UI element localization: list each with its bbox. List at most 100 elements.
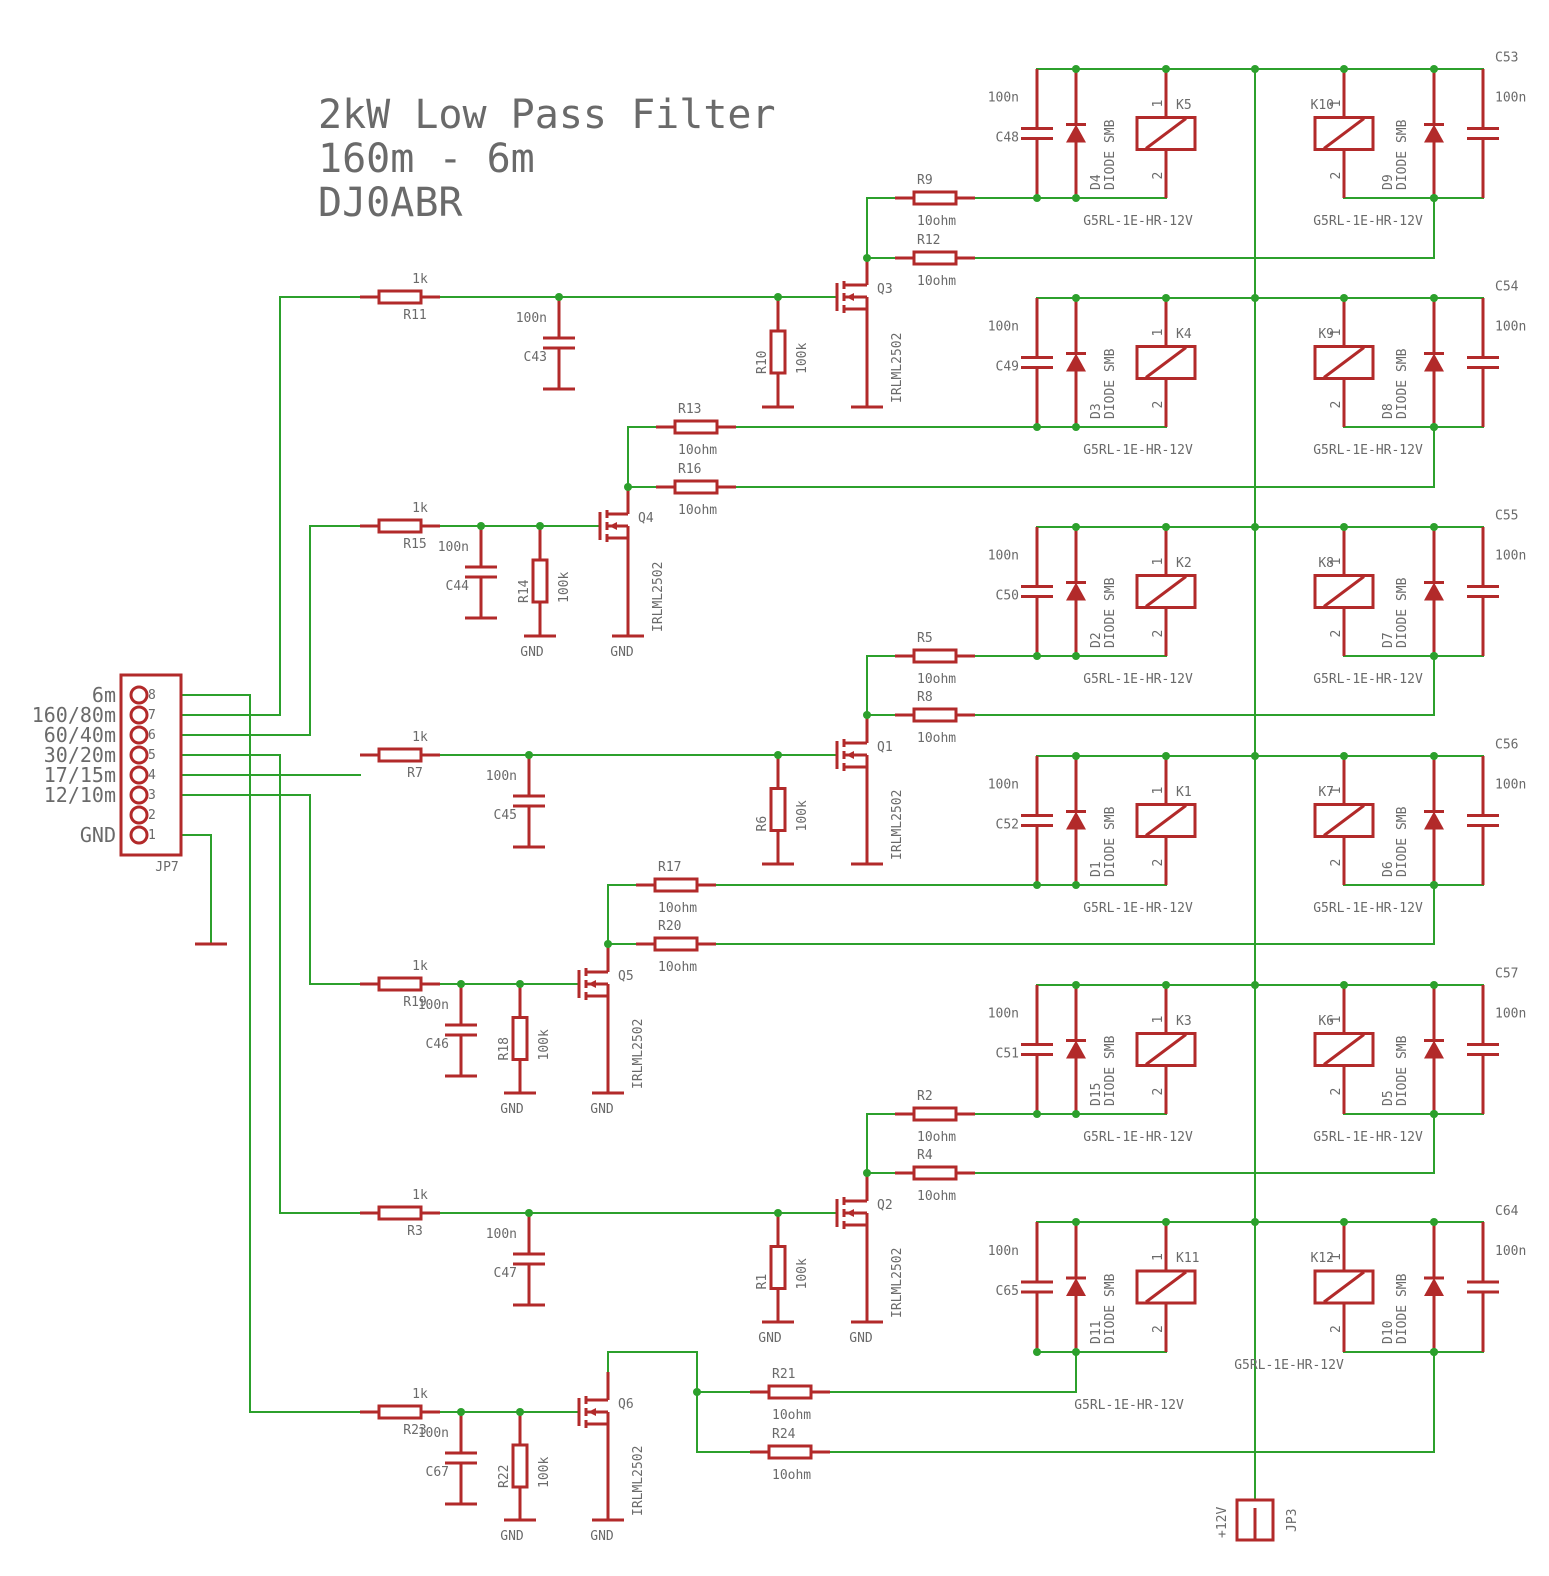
- capacitor: [1021, 756, 1053, 885]
- junction-dot: [1430, 881, 1438, 889]
- junction-dot: [1033, 194, 1041, 202]
- relay-part: G5RL-1E-HR-12V: [1083, 1130, 1193, 1145]
- gate-cap-value: 100n: [486, 769, 517, 784]
- junction-dot: [624, 483, 632, 491]
- junction-dot: [863, 711, 871, 719]
- mosfet-ref: Q5: [618, 969, 634, 984]
- power-connector: [1235, 1498, 1275, 1542]
- diode-body: [1424, 124, 1444, 143]
- relay-ref: K10: [1311, 98, 1334, 113]
- stroke: [1145, 804, 1187, 837]
- junction-dot: [1072, 523, 1080, 531]
- rb-ref: R16: [678, 462, 701, 477]
- junction-dot: [1251, 752, 1259, 760]
- rb-value: 10ohm: [917, 274, 956, 289]
- coil-pin-2: 2: [1151, 172, 1166, 180]
- mosfet-part: IRLML2502: [651, 562, 666, 632]
- junction-dot: [1340, 752, 1348, 760]
- rb-line: [829, 1351, 1435, 1453]
- pin-number: 1: [148, 828, 156, 843]
- rb-value: 10ohm: [658, 960, 697, 975]
- mosfet-part: IRLML2502: [890, 1248, 905, 1318]
- input-resistor-value: 1k: [412, 1387, 428, 1402]
- pulldown-value: 100k: [537, 1457, 552, 1488]
- mosfet-arrow: [609, 522, 617, 530]
- mosfet-arrow: [846, 751, 854, 759]
- mosfet-ref: Q2: [877, 1198, 893, 1213]
- relay-coil: [1135, 527, 1197, 656]
- ra-ref: R21: [772, 1367, 795, 1382]
- diode-body: [1424, 1278, 1444, 1296]
- diode: [1066, 298, 1086, 427]
- junction-dot: [1072, 981, 1080, 989]
- pin-circle: [129, 825, 149, 845]
- resistor: [895, 190, 975, 206]
- diode-body: [1424, 353, 1444, 372]
- junction-dot: [1430, 652, 1438, 660]
- diode-body: [1066, 1278, 1086, 1296]
- rb-line: [974, 197, 1435, 259]
- input-resistor-value: 1k: [412, 959, 428, 974]
- resistor-body: [912, 1165, 958, 1181]
- resistor: [895, 250, 975, 266]
- pin-number: 3: [148, 788, 156, 803]
- diode-body: [1066, 811, 1086, 830]
- input-resistor-value: 1k: [412, 730, 428, 745]
- pin-label: 30/20m: [44, 743, 116, 767]
- junction-dot: [1430, 523, 1438, 531]
- junction-dot: [1072, 294, 1080, 302]
- pulldown-value: 100k: [795, 343, 810, 374]
- coil-pin-2: 2: [1151, 401, 1166, 409]
- relay-ref: K11: [1176, 1251, 1199, 1266]
- junctions: [457, 65, 1438, 1416]
- rb-line: [715, 884, 1435, 945]
- mosfet: [835, 1173, 869, 1322]
- capacitor: [1467, 298, 1499, 427]
- capacitor: [445, 1412, 477, 1504]
- rb-line: [735, 426, 1435, 488]
- capacitor-ref: C48: [996, 131, 1019, 146]
- junction-dot: [1162, 752, 1170, 760]
- junction-dot: [693, 1388, 701, 1396]
- input-resistor-value: 1k: [412, 1188, 428, 1203]
- gate-cap-value: 100n: [418, 998, 449, 1013]
- diode-ref: D10: [1381, 1321, 1396, 1344]
- resistor: [769, 755, 787, 864]
- junction-dot: [1340, 981, 1348, 989]
- junction-dot: [1072, 1348, 1080, 1356]
- diode-ref: D5: [1381, 1090, 1396, 1106]
- resistor: [750, 1444, 830, 1460]
- relay-part: G5RL-1E-HR-12V: [1083, 214, 1193, 229]
- pulldown-value: 100k: [537, 1029, 552, 1060]
- stroke: [1323, 804, 1365, 837]
- junction-dot: [1430, 294, 1438, 302]
- input-wire: [146, 754, 361, 1214]
- resistor-body: [511, 1016, 529, 1061]
- junction-dot: [1430, 1348, 1438, 1356]
- mosfet-part: IRLML2502: [631, 1019, 646, 1089]
- ra-value: 10ohm: [917, 214, 956, 229]
- input-resistor-ref: R7: [407, 766, 423, 781]
- relay-coil: [1313, 69, 1375, 198]
- junction-dot: [774, 293, 782, 301]
- diode-ref: D15: [1089, 1083, 1104, 1106]
- rb-value: 10ohm: [917, 1189, 956, 1204]
- stroke: [1323, 1033, 1365, 1066]
- input-resistor-value: 1k: [412, 272, 428, 287]
- junction-dot: [1072, 652, 1080, 660]
- relay-ref: K3: [1176, 1014, 1192, 1029]
- ra-value: 10ohm: [917, 672, 956, 687]
- mosfet-arrow: [846, 1209, 854, 1217]
- relay-ref: K9: [1318, 327, 1334, 342]
- capacitor-value: 100n: [1495, 1007, 1526, 1022]
- gate-cap-value: 100n: [438, 540, 469, 555]
